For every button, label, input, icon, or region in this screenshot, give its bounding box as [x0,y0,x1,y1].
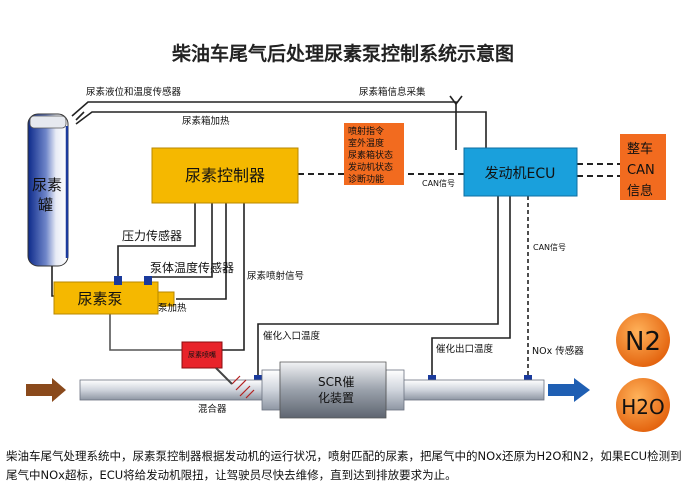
pump-heater-block [157,291,175,307]
catalyst-inlet-temp-label: 催化入口温度 [263,330,321,342]
vehicle-can-box: 整车 CAN 信息 [620,134,666,200]
tank-info-collect-label: 尿素箱信息采集 [359,86,426,98]
engine-ecu-label: 发动机ECU [485,166,556,182]
tank-heating-label: 尿素箱加热 [182,115,230,127]
urea-pump: 尿素泵 [53,281,175,315]
urea-tank-label: 尿素罐 [32,176,62,214]
can-signal-label-2: CAN信号 [533,242,566,252]
flow-arrows [26,378,590,402]
scr-label: SCR催 化装置 [318,375,358,405]
urea-controller: 尿素控制器 [151,147,299,204]
urea-controller-label: 尿素控制器 [185,166,265,185]
nox-sensor-label: NOx 传感器 [532,345,584,357]
info-box: 喷射指令 室外温度 尿素箱状态 发动机状态 诊断功能 [344,123,404,185]
exhaust-pipe [79,369,545,411]
level-temp-sensor-label: 尿素液位和温度传感器 [86,86,182,98]
h2o-product: H2O [616,378,670,432]
pump-heating-label: 泵加热 [158,302,187,314]
page-title: 柴油车尾气后处理尿素泵控制系统示意图 [171,42,514,65]
info-box-text: 喷射指令 室外温度 尿素箱状态 发动机状态 诊断功能 [348,125,396,185]
exhaust-out-arrow-icon [548,378,590,402]
n2-label: N2 [625,327,661,357]
urea-nozzle-label: 尿素喷嘴 [188,350,216,359]
catalyst-outlet-temp-label: 催化出口温度 [436,343,494,355]
can-signal-label-1: CAN信号 [422,178,455,188]
h2o-label: H2O [621,395,665,419]
pump-temp-sensor-icon [144,276,152,285]
vehicle-can-label: 整车 CAN 信息 [627,141,659,199]
scr-catalyst: SCR催 化装置 [279,361,387,419]
mixer-label: 混合器 [198,403,227,415]
n2-product: N2 [616,313,670,367]
urea-nozzle: 尿素喷嘴 [181,341,233,385]
urea-pump-label: 尿素泵 [77,290,122,308]
pressure-sensor-icon [114,276,122,285]
arrow-to-ecu-icon [449,95,463,106]
injection-signal-label: 尿素喷射信号 [247,270,304,282]
pump-temp-sensor-label: 泵体温度传感器 [150,260,234,275]
pressure-sensor-label: 压力传感器 [122,228,182,243]
exhaust-in-arrow-icon [26,378,66,402]
caption: 柴油车尾气处理系统中，尿素泵控制器根据发动机的运行状况，喷射匹配的尿素，把尾气中… [6,449,682,482]
mixer-icon [231,375,255,399]
engine-ecu: 发动机ECU [463,147,578,197]
arrow-to-tank-icon [75,111,85,121]
urea-tank: 尿素罐 [27,113,69,267]
